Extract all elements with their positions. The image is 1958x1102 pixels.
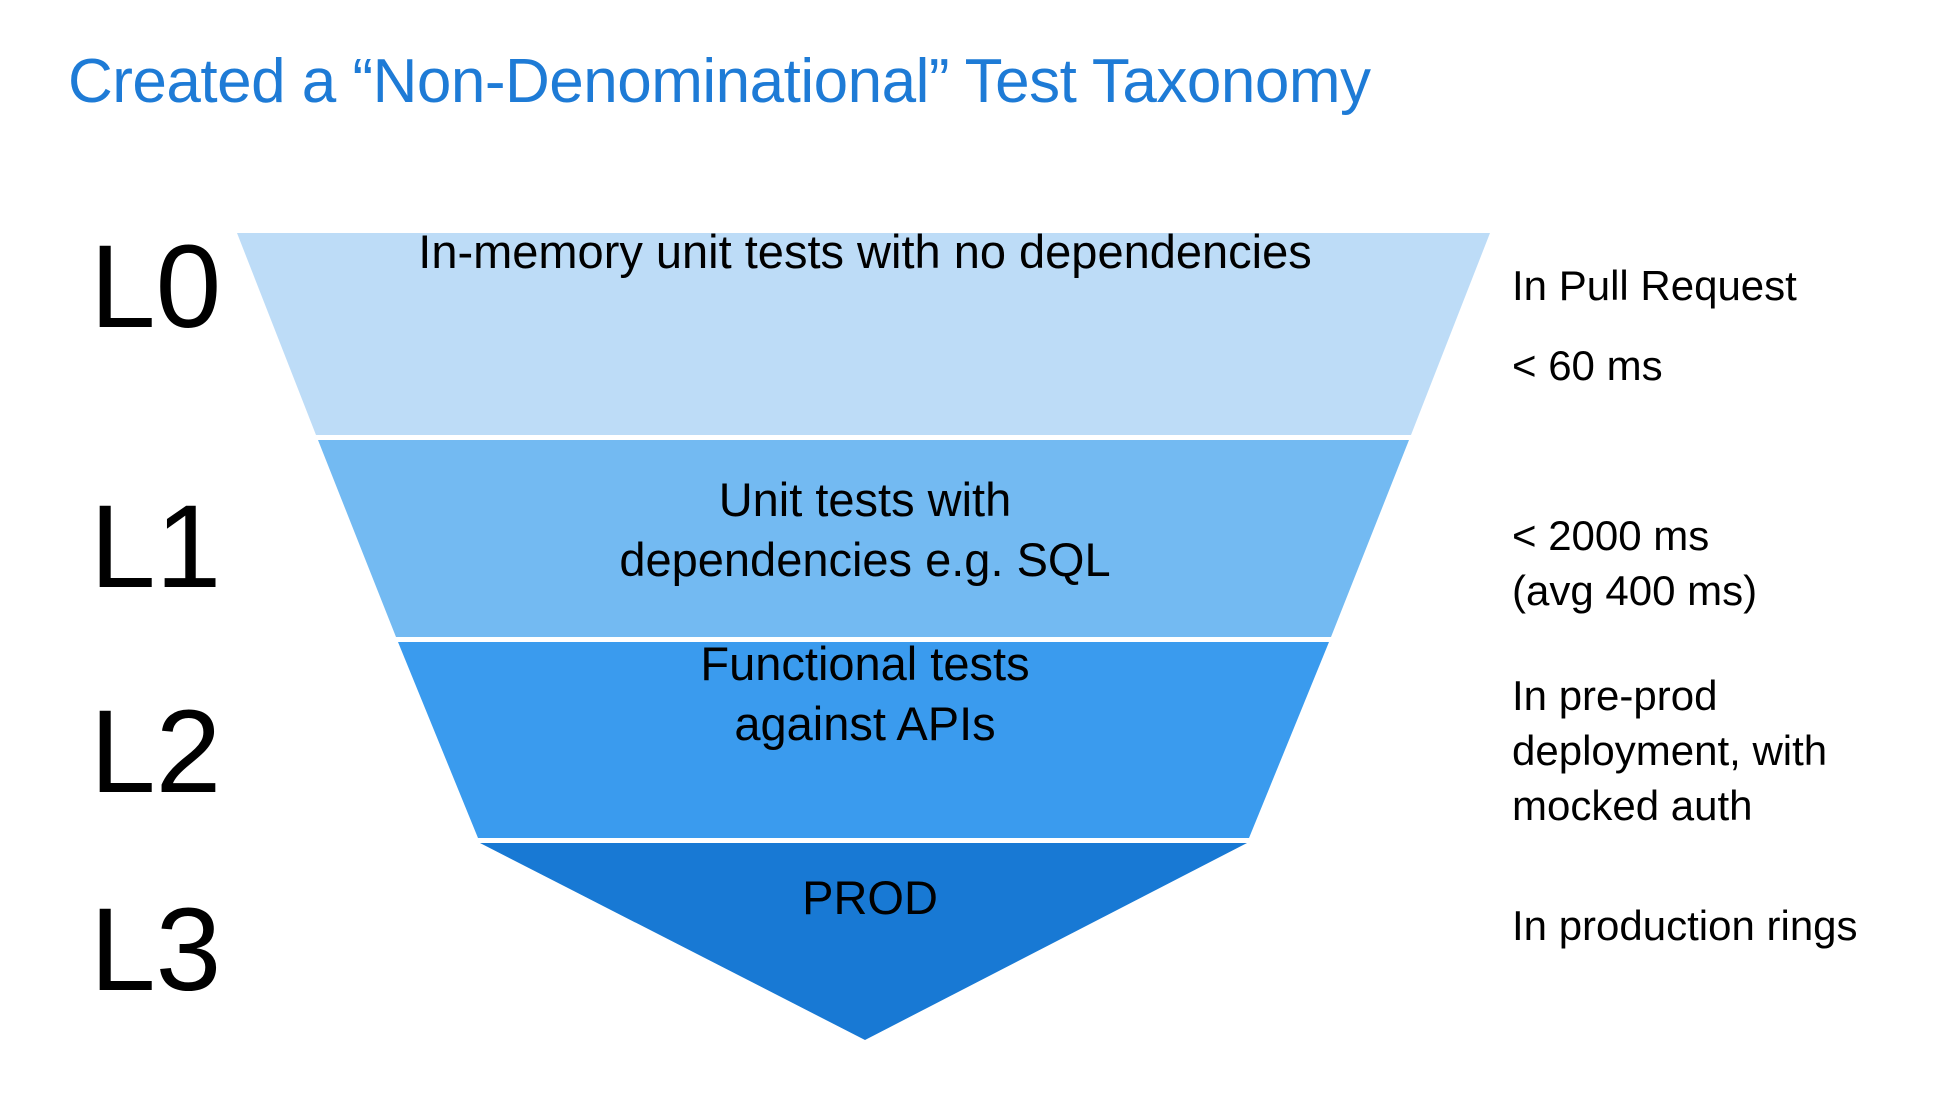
funnel-band-l0	[237, 233, 1490, 435]
funnel-band-caption-l0: In-memory unit tests with no dependencie…	[418, 225, 1312, 278]
annotation-l2-where: In pre-prod deployment, with mocked auth	[1512, 672, 1828, 829]
funnel-band-caption-l2: Functional tests against APIs	[700, 637, 1030, 750]
annotation-l0-where: In Pull Request	[1512, 262, 1797, 309]
level-label-l2: L2	[90, 686, 222, 818]
page-title: Created a “Non-Denominational” Test Taxo…	[68, 47, 1371, 116]
funnel-band-l2	[398, 642, 1329, 838]
funnel-band-caption-l3: PROD	[802, 871, 938, 924]
funnel-band-l1	[318, 440, 1409, 637]
level-label-l1: L1	[90, 481, 222, 613]
level-label-l0: L0	[90, 221, 222, 353]
annotation-l0-timing: < 60 ms	[1512, 342, 1663, 389]
funnel-band-caption-l1: Unit tests with dependencies e.g. SQL	[619, 473, 1111, 586]
funnel-band-l3	[480, 843, 1247, 1040]
annotation-l1-timing: < 2000 ms (avg 400 ms)	[1512, 512, 1758, 614]
annotation-l3-where: In production rings	[1512, 902, 1858, 949]
level-label-l3: L3	[90, 884, 222, 1016]
